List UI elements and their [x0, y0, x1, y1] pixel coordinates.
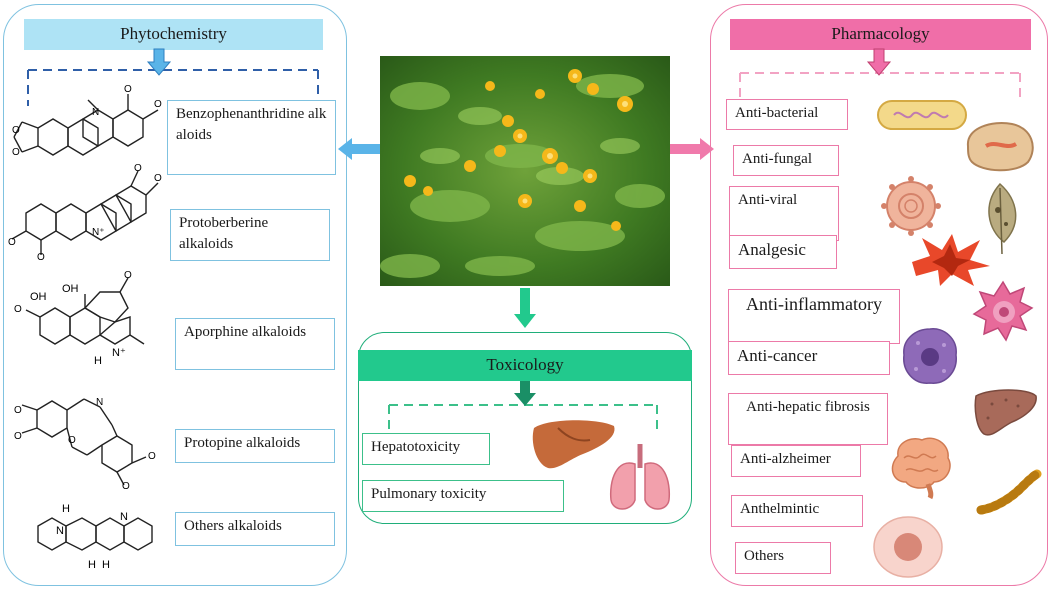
activity-anti-cancer: Anti-cancer [728, 341, 890, 375]
svg-text:N: N [96, 397, 103, 408]
svg-text:N: N [56, 525, 64, 537]
activity-anti-hepatic-fibrosis: Anti-hepatic fibrosis [728, 393, 888, 445]
toxicity-label-hepatotoxicity: Hepatotoxicity [362, 433, 490, 465]
cell-icon [873, 516, 943, 578]
arrow-to-pharmacology [670, 138, 714, 160]
svg-text:H: H [102, 559, 110, 571]
svg-text:O: O [122, 481, 130, 492]
protoberberine-structure-icon: O O O O N⁺ [8, 163, 162, 263]
phytochemistry-panel [3, 4, 347, 586]
svg-text:N: N [120, 511, 128, 523]
liver-icon [974, 389, 1037, 436]
svg-text:O: O [148, 451, 156, 462]
svg-text:O: O [14, 431, 22, 442]
svg-text:N⁺: N⁺ [92, 227, 105, 238]
bacterium-icon [877, 100, 967, 130]
svg-text:O: O [12, 125, 20, 136]
svg-text:O: O [154, 173, 162, 184]
svg-text:O: O [37, 252, 45, 263]
svg-text:H: H [94, 355, 102, 367]
activity-anti-fungal: Anti-fungal [733, 145, 839, 176]
class-label-benzophenanthridine: Benzophenanthridine alkaloids [167, 100, 336, 175]
protopine-structure-icon: O O N O O O [14, 397, 156, 492]
svg-text:O: O [134, 163, 142, 174]
svg-text:N⁺: N⁺ [112, 347, 126, 359]
phytochemistry-title: Phytochemistry [24, 19, 323, 50]
brain-icon [891, 437, 951, 500]
svg-text:O: O [124, 270, 132, 281]
activity-anti-alzheimer: Anti-alzheimer [731, 445, 861, 477]
toxicity-label-pulmonary: Pulmonary toxicity [362, 480, 564, 512]
activity-anti-viral: Anti-viral [729, 186, 839, 241]
activity-analgesic: Analgesic [729, 235, 837, 269]
class-label-protopine: Protopine alkaloids [175, 429, 335, 463]
svg-text:O: O [154, 99, 162, 110]
activity-others: Others [735, 542, 831, 574]
class-label-others: Others alkaloids [175, 512, 335, 546]
aporphine-structure-icon: O OH OH O N⁺ H [14, 270, 145, 367]
leaf-icon [988, 182, 1017, 255]
svg-text:O: O [14, 405, 22, 416]
worm-icon [976, 469, 1042, 515]
svg-text:OH: OH [62, 283, 79, 295]
liver-icon [532, 420, 615, 469]
svg-text:N: N [92, 107, 99, 118]
activity-anti-inflammatory: Anti-inflammatory [728, 289, 900, 344]
toxicology-panel [358, 332, 692, 524]
arrow-to-toxicology [514, 288, 536, 328]
svg-text:O: O [8, 237, 16, 248]
benzophenanthridine-structure-icon: O O O O N [12, 84, 162, 158]
toxicology-title: Toxicology [358, 350, 692, 381]
arrow-to-phytochemistry [338, 138, 380, 160]
svg-text:O: O [68, 435, 76, 446]
sparteine-structure-icon: H N N H H [37, 503, 153, 571]
plant-photo [380, 56, 670, 286]
class-label-aporphine: Aporphine alkaloids [175, 318, 335, 370]
fungus-icon [966, 122, 1034, 172]
pain-burst-icon [912, 234, 990, 286]
activity-anthelmintic: Anthelmintic [731, 495, 863, 527]
activity-anti-bacterial: Anti-bacterial [726, 99, 848, 130]
svg-text:O: O [124, 84, 132, 95]
svg-text:OH: OH [30, 291, 47, 303]
immune-cell-icon [972, 280, 1034, 342]
lungs-icon [609, 444, 671, 510]
virus-icon [881, 176, 941, 236]
svg-text:O: O [12, 147, 20, 158]
class-label-protoberberine: Protoberberine alkaloids [170, 209, 330, 261]
svg-text:H: H [88, 559, 96, 571]
cancer-cell-icon [903, 328, 957, 384]
pharmacology-panel [710, 4, 1048, 586]
pharmacology-title: Pharmacology [730, 19, 1031, 50]
svg-text:H: H [62, 503, 70, 515]
svg-text:O: O [14, 304, 22, 315]
